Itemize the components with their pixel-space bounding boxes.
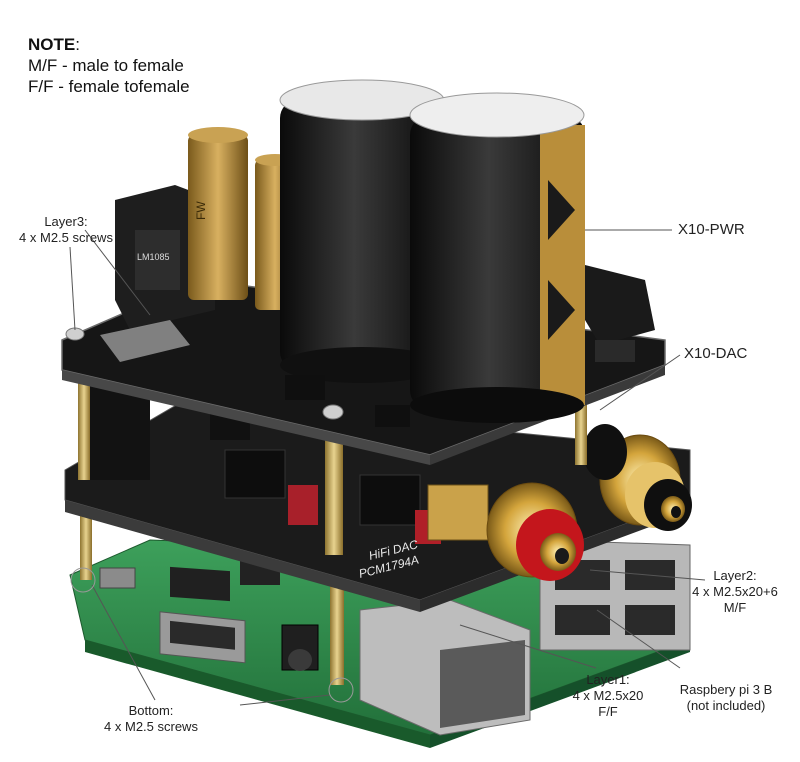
layer3-label: Layer3: 4 x M2.5 screws xyxy=(12,214,120,246)
bottom-detail: 4 x M2.5 screws xyxy=(104,719,198,734)
bottom-label: Bottom: 4 x M2.5 screws xyxy=(86,703,216,735)
raspberry-pi-board xyxy=(69,539,691,748)
note-colon: : xyxy=(75,35,80,54)
rpi-title: Raspbery pi 3 B xyxy=(679,682,773,697)
rpi-label: Raspbery pi 3 B (not included) xyxy=(662,682,790,714)
layer3-title: Layer3: xyxy=(44,214,88,229)
note-block: NOTE: M/F - male to female F/F - female … xyxy=(28,34,190,97)
layer2-label: Layer2: 4 x M2.5x20+6 M/F xyxy=(680,568,790,616)
layer1-detail: 4 x M2.5x20 xyxy=(572,688,644,703)
note-title: NOTE xyxy=(28,35,76,54)
note-line-ff: F/F - female tofemale xyxy=(28,77,190,96)
layer1-label: Layer1: 4 x M2.5x20 F/F xyxy=(558,672,658,720)
layer1-title: Layer1: xyxy=(586,672,630,687)
rpi-note: (not included) xyxy=(686,698,766,713)
layer1-screw-circle xyxy=(328,677,354,703)
small-cap-print: FW xyxy=(194,201,208,220)
layer2-type: M/F xyxy=(723,600,747,615)
x10-dac-label: X10-DAC xyxy=(684,345,748,362)
callout-lines xyxy=(69,229,706,706)
layer2-detail: 4 x M2.5x20+6 xyxy=(692,584,778,599)
regulator-print: LM1085 xyxy=(137,252,170,262)
layer3-detail: 4 x M2.5 screws xyxy=(19,230,113,245)
layer1-type: F/F xyxy=(598,704,618,719)
x10-pwr-label: X10-PWR xyxy=(678,221,745,238)
x10-pwr-board: LM1085 FW xyxy=(61,79,666,465)
bottom-title: Bottom: xyxy=(128,703,174,718)
bottom-screw-circle xyxy=(70,567,96,593)
note-line-mf: M/F - male to female xyxy=(28,56,184,75)
layer2-title: Layer2: xyxy=(713,568,757,583)
